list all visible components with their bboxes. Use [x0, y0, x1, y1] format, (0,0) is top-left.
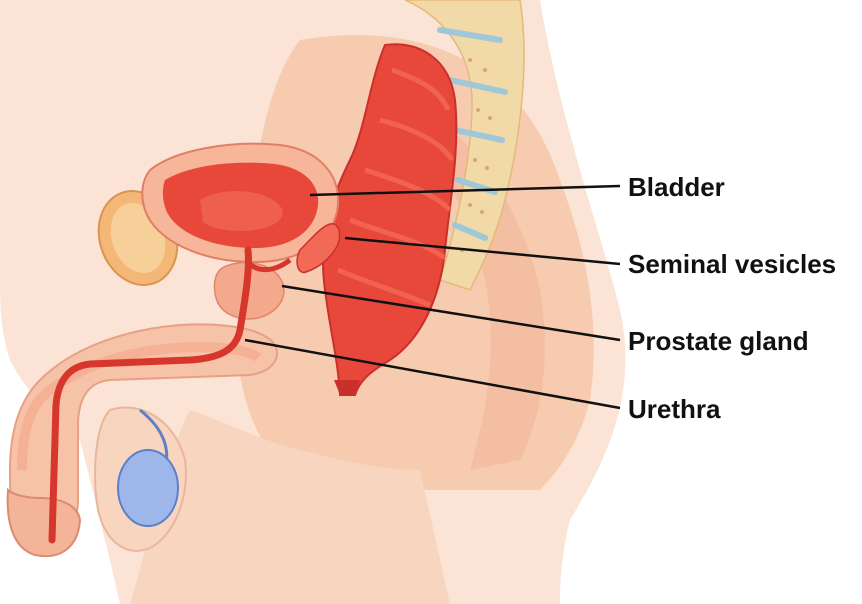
label-urethra: Urethra	[628, 394, 721, 424]
body-silhouette	[0, 0, 625, 604]
label-seminal-vesicles: Seminal vesicles	[628, 249, 836, 279]
label-bladder: Bladder	[628, 172, 725, 202]
labels: Bladder Seminal vesicles Prostate gland …	[628, 172, 836, 424]
label-prostate-gland: Prostate gland	[628, 326, 809, 356]
